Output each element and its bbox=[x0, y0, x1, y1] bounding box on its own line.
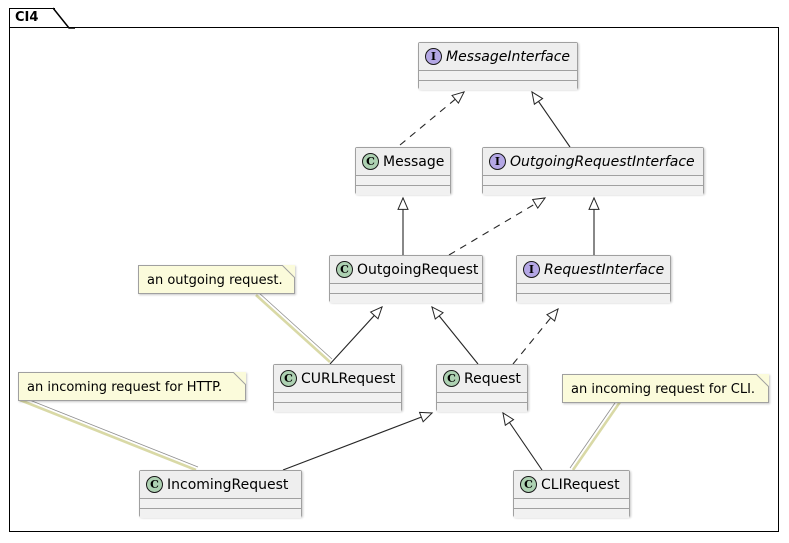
note-text: an incoming request for CLI. bbox=[571, 382, 756, 397]
node-incomingrequest[interactable]: C IncomingRequest bbox=[139, 470, 302, 518]
node-name: MessageInterface bbox=[446, 48, 571, 65]
class-badge-icon: C bbox=[336, 261, 353, 278]
class-badge-icon: C bbox=[362, 153, 379, 170]
class-badge-icon: C bbox=[280, 370, 297, 387]
node-name: RequestInterface bbox=[544, 261, 665, 278]
node-titlebar: C CURLRequest bbox=[274, 365, 401, 393]
package-tab bbox=[9, 8, 55, 28]
attributes-compartment bbox=[514, 499, 629, 509]
interface-badge-icon: I bbox=[523, 261, 540, 278]
attributes-compartment bbox=[517, 284, 670, 294]
note-incoming-request-http[interactable]: an incoming request for HTTP. bbox=[18, 372, 246, 401]
node-outgoingrequest[interactable]: C OutgoingRequest bbox=[329, 255, 483, 303]
node-request[interactable]: C Request bbox=[436, 364, 528, 412]
operations-compartment bbox=[437, 403, 527, 412]
note-fold-corner-icon bbox=[282, 265, 295, 278]
class-badge-icon: C bbox=[443, 370, 460, 387]
attributes-compartment bbox=[483, 176, 703, 186]
node-messageinterface[interactable]: I MessageInterface bbox=[418, 42, 578, 90]
attributes-compartment bbox=[419, 71, 577, 81]
node-titlebar: I OutgoingRequestInterface bbox=[483, 148, 703, 176]
attributes-compartment bbox=[274, 393, 401, 403]
operations-compartment bbox=[274, 403, 401, 412]
note-text: an outgoing request. bbox=[147, 273, 283, 288]
operations-compartment bbox=[330, 294, 482, 303]
node-name: Request bbox=[464, 370, 521, 387]
operations-compartment bbox=[356, 186, 450, 195]
node-message[interactable]: C Message bbox=[355, 147, 451, 195]
node-titlebar: I MessageInterface bbox=[419, 43, 577, 71]
package-frame bbox=[9, 27, 779, 532]
attributes-compartment bbox=[330, 284, 482, 294]
node-titlebar: C CLIRequest bbox=[514, 471, 629, 499]
interface-badge-icon: I bbox=[425, 48, 442, 65]
attributes-compartment bbox=[140, 499, 301, 509]
class-badge-icon: C bbox=[146, 476, 163, 493]
node-name: OutgoingRequest bbox=[357, 261, 479, 278]
node-name: OutgoingRequestInterface bbox=[510, 153, 695, 170]
note-fold-corner-icon bbox=[233, 372, 246, 385]
attributes-compartment bbox=[437, 393, 527, 403]
interface-badge-icon: I bbox=[489, 153, 506, 170]
node-titlebar: C OutgoingRequest bbox=[330, 256, 482, 284]
operations-compartment bbox=[140, 509, 301, 518]
operations-compartment bbox=[514, 509, 629, 518]
node-titlebar: I RequestInterface bbox=[517, 256, 670, 284]
attributes-compartment bbox=[356, 176, 450, 186]
operations-compartment bbox=[483, 186, 703, 195]
note-text: an incoming request for HTTP. bbox=[27, 380, 223, 395]
node-curlrequest[interactable]: C CURLRequest bbox=[273, 364, 402, 412]
node-titlebar: C Request bbox=[437, 365, 527, 393]
node-clirequest[interactable]: C CLIRequest bbox=[513, 470, 630, 518]
operations-compartment bbox=[517, 294, 670, 303]
note-fold-corner-icon bbox=[756, 374, 769, 387]
node-requestinterface[interactable]: I RequestInterface bbox=[516, 255, 671, 303]
note-outgoing-request[interactable]: an outgoing request. bbox=[138, 265, 295, 294]
node-name: CURLRequest bbox=[301, 370, 396, 387]
node-name: Message bbox=[383, 153, 445, 170]
operations-compartment bbox=[419, 81, 577, 90]
package-tab-slant-icon bbox=[53, 7, 75, 29]
node-titlebar: C IncomingRequest bbox=[140, 471, 301, 499]
node-name: IncomingRequest bbox=[167, 476, 289, 493]
note-incoming-request-cli[interactable]: an incoming request for CLI. bbox=[562, 374, 769, 403]
class-badge-icon: C bbox=[520, 476, 537, 493]
node-outgoingrequestinterface[interactable]: I OutgoingRequestInterface bbox=[482, 147, 704, 195]
package-label: CI4 bbox=[15, 10, 39, 25]
node-name: CLIRequest bbox=[541, 476, 620, 493]
node-titlebar: C Message bbox=[356, 148, 450, 176]
